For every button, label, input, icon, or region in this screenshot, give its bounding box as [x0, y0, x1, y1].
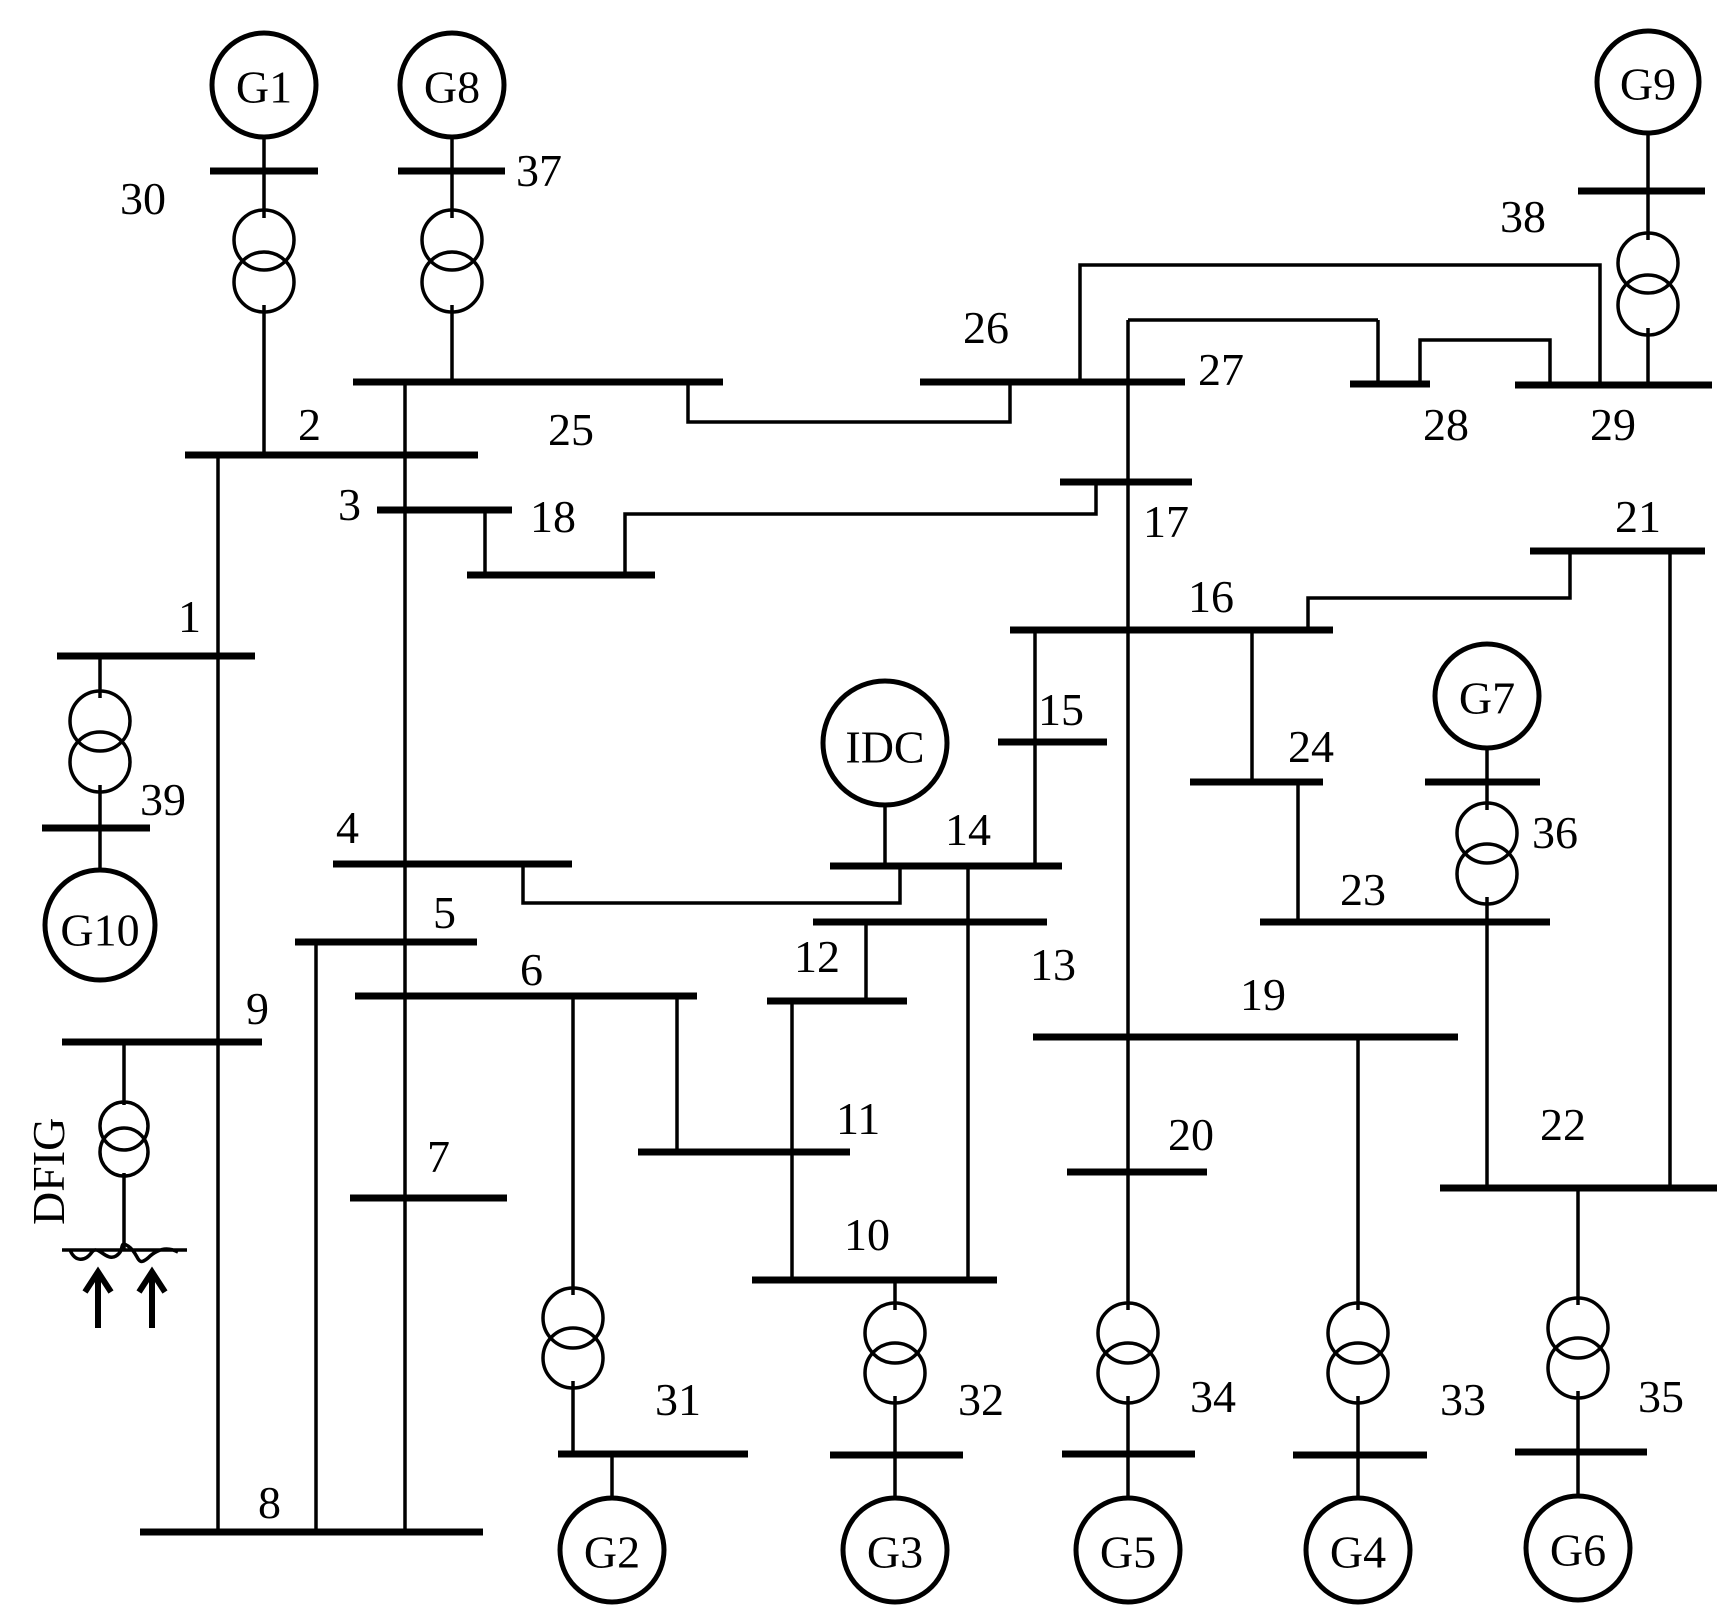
- generator-g8-label: G8: [424, 62, 480, 113]
- wind-turbine-icon: [62, 1242, 187, 1328]
- bus-label-22: 22: [1540, 1099, 1586, 1150]
- transformer-37-icon: [420, 208, 484, 314]
- line-16-21: [1306, 551, 1572, 630]
- bus-labels: 30 37 38 26 27 25 28 29 2 3 18 17 21 16 …: [120, 145, 1684, 1528]
- bus-label-28: 28: [1423, 399, 1469, 450]
- line-25-26: [686, 382, 1012, 424]
- bus-label-9: 9: [246, 983, 269, 1034]
- generator-idc-label: IDC: [845, 722, 924, 773]
- line-28-29: [1418, 338, 1552, 385]
- generator-g8: G8: [397, 30, 507, 140]
- transmission-lines: [98, 133, 1672, 1532]
- transformer-32-icon: [863, 1301, 927, 1405]
- bus-label-31: 31: [655, 1374, 701, 1425]
- bus-label-32: 32: [958, 1374, 1004, 1425]
- bus-label-3: 3: [338, 479, 361, 530]
- generator-g9-label: G9: [1620, 59, 1676, 110]
- transformer-35-icon: [1546, 1296, 1610, 1400]
- bus-label-20: 20: [1168, 1109, 1214, 1160]
- transformers: [68, 208, 1680, 1405]
- wind-arrow-left-icon: [82, 1266, 114, 1328]
- bus-bars: [42, 167, 1717, 1536]
- bus-label-18: 18: [530, 491, 576, 542]
- bus-label-11: 11: [836, 1093, 880, 1144]
- bus-label-21: 21: [1615, 491, 1661, 542]
- bus-label-16: 16: [1188, 571, 1234, 622]
- generator-g5-label: G5: [1100, 1527, 1156, 1578]
- bus-label-37: 37: [516, 145, 562, 196]
- generator-g10-label: G10: [60, 905, 139, 956]
- bus-label-23: 23: [1340, 864, 1386, 915]
- generator-g6-label: G6: [1550, 1525, 1606, 1576]
- transformer-30-icon: [232, 208, 296, 314]
- bus-label-27: 27: [1198, 344, 1244, 395]
- bus-label-33: 33: [1440, 1374, 1486, 1425]
- bus-label-19: 19: [1240, 969, 1286, 1020]
- transformer-33-icon: [1326, 1301, 1390, 1405]
- generator-g1-label: G1: [236, 62, 292, 113]
- bus-label-12: 12: [794, 931, 840, 982]
- transformer-31-icon: [541, 1286, 605, 1390]
- bus-label-7: 7: [427, 1131, 450, 1182]
- bus-label-10: 10: [844, 1209, 890, 1260]
- transformer-38-icon: [1616, 231, 1680, 337]
- bus-label-36: 36: [1532, 807, 1578, 858]
- bus-label-24: 24: [1288, 721, 1334, 772]
- generator-idc: IDC: [820, 678, 950, 808]
- bus-label-17: 17: [1143, 496, 1189, 547]
- bus-label-34: 34: [1190, 1371, 1236, 1422]
- generator-g1: G1: [209, 30, 319, 140]
- bus-label-4: 4: [336, 802, 359, 853]
- bus-label-14: 14: [945, 804, 991, 855]
- bus-label-35: 35: [1638, 1371, 1684, 1422]
- generator-g3-label: G3: [867, 1527, 923, 1578]
- bus-label-6: 6: [520, 944, 543, 995]
- bus-label-29: 29: [1590, 399, 1636, 450]
- bus-label-15: 15: [1038, 684, 1084, 735]
- line-26-29: [1078, 263, 1602, 385]
- bus-label-38: 38: [1500, 191, 1546, 242]
- line-18-17: [623, 482, 1098, 575]
- generator-g2: G2: [557, 1495, 667, 1605]
- dfig-label: DFIG: [23, 1118, 74, 1225]
- generator-g7-label: G7: [1459, 673, 1515, 724]
- bus-label-8: 8: [258, 1477, 281, 1528]
- generators: G1 G8 G9 G7 IDC G10 G2 G3: [42, 28, 1702, 1605]
- transformer-dfig-icon: [98, 1100, 150, 1178]
- bus-label-30: 30: [120, 173, 166, 224]
- generator-g10: G10: [42, 867, 158, 983]
- bus-label-25: 25: [548, 404, 594, 455]
- transformer-34-icon: [1096, 1301, 1160, 1405]
- turbine-rotor-icon: [62, 1242, 187, 1264]
- generator-g3: G3: [840, 1495, 950, 1605]
- line-4-14: [521, 864, 902, 905]
- generator-g5: G5: [1073, 1495, 1183, 1605]
- bus-label-2: 2: [298, 399, 321, 450]
- generator-g4-label: G4: [1330, 1527, 1386, 1578]
- generator-g7: G7: [1432, 641, 1542, 751]
- bus-label-1: 1: [178, 591, 201, 642]
- generator-g9: G9: [1594, 28, 1702, 136]
- transformer-36-icon: [1455, 801, 1519, 906]
- bus-label-26: 26: [963, 302, 1009, 353]
- bus-label-5: 5: [433, 887, 456, 938]
- bus-label-39: 39: [140, 774, 186, 825]
- transformer-39-icon: [68, 689, 132, 794]
- wind-arrow-right-icon: [136, 1266, 168, 1328]
- generator-g4: G4: [1303, 1495, 1413, 1605]
- bus-label-13: 13: [1030, 939, 1076, 990]
- generator-g2-label: G2: [584, 1527, 640, 1578]
- generator-g6: G6: [1523, 1493, 1633, 1603]
